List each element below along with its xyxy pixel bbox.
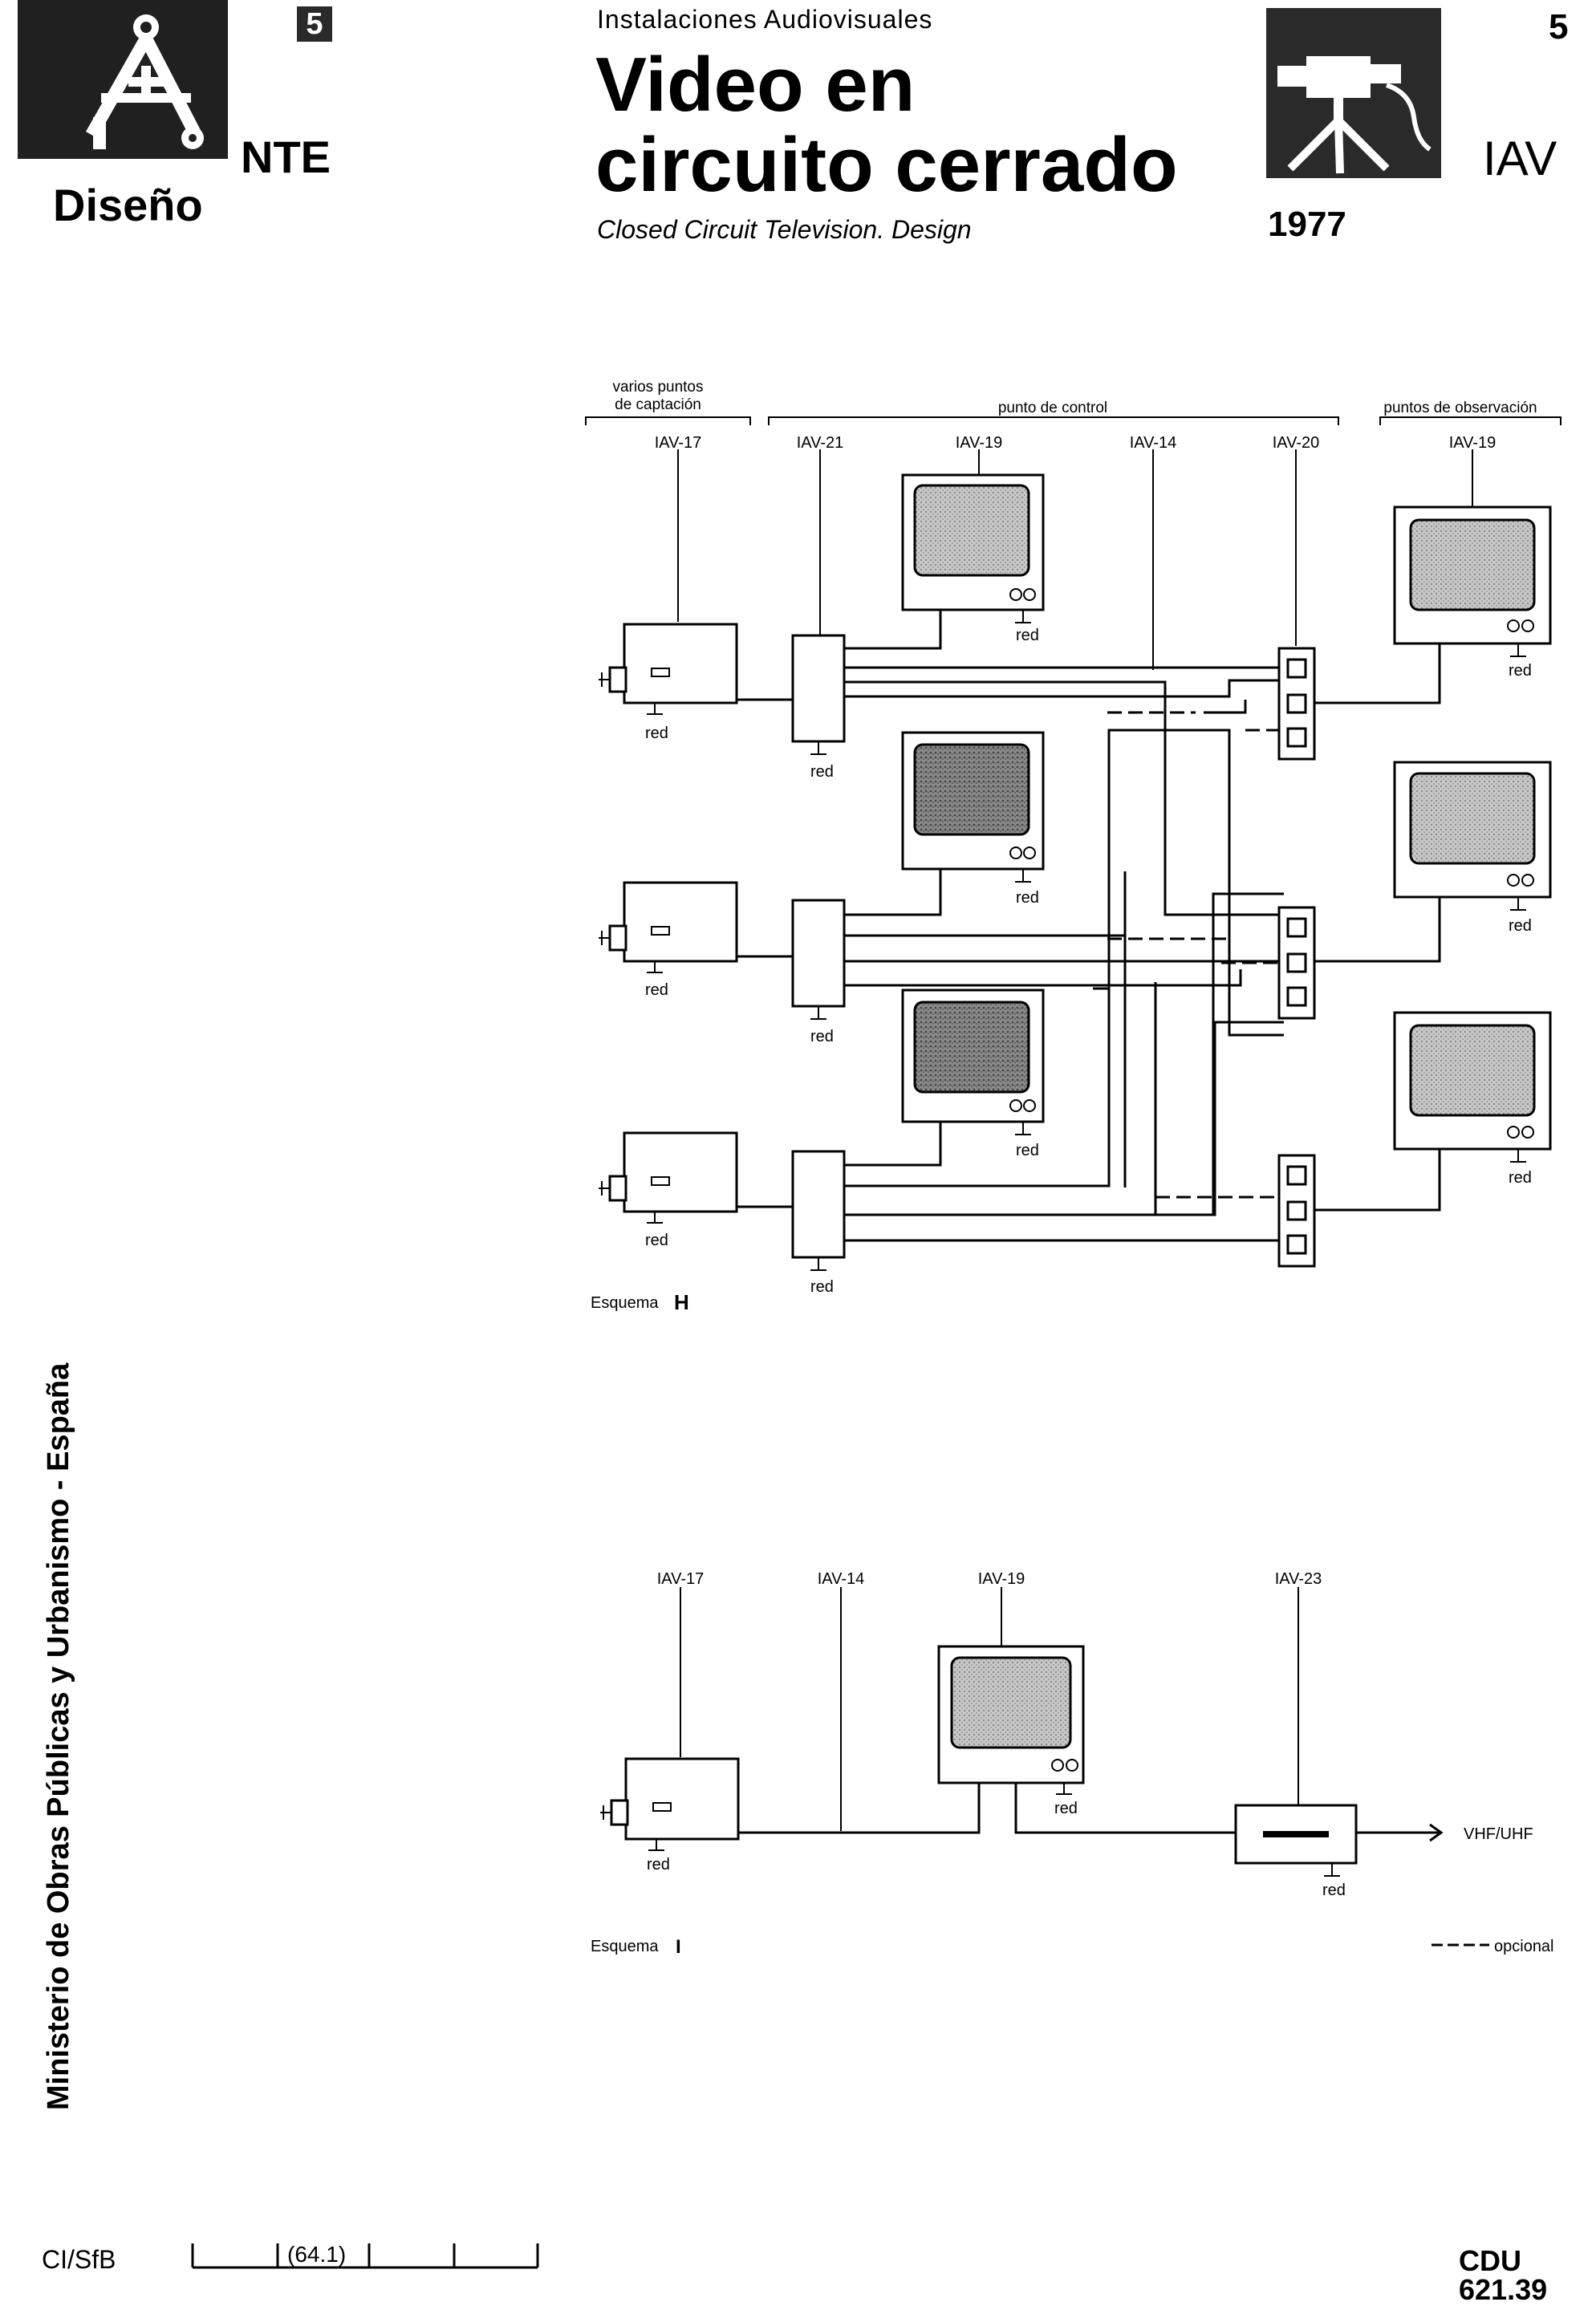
compass-icon bbox=[86, 14, 204, 149]
power-label: red bbox=[810, 1278, 834, 1296]
ref-modulator: IAV-23 bbox=[1275, 1570, 1322, 1588]
power-label: red bbox=[810, 763, 834, 781]
ref-cable: IAV-14 bbox=[818, 1570, 865, 1588]
power-label: red bbox=[810, 1028, 834, 1045]
classification-grid bbox=[191, 2243, 539, 2269]
power-label: red bbox=[1016, 627, 1039, 644]
scheme-h-diagram: varios puntos de captación punto de cont… bbox=[585, 379, 1561, 1314]
nte-logo bbox=[18, 0, 228, 159]
power-label: red bbox=[1016, 1142, 1039, 1159]
ref-cable: IAV-14 bbox=[1130, 434, 1177, 452]
classification-code: (64.1) bbox=[287, 2242, 347, 2267]
ref-distributor: IAV-21 bbox=[797, 434, 844, 452]
scheme-i-label: Esquema bbox=[591, 1938, 659, 1955]
ref-monitor: IAV-19 bbox=[978, 1570, 1025, 1588]
power-label: red bbox=[645, 981, 668, 999]
group-control-label: punto de control bbox=[998, 400, 1107, 416]
code-label: IAV bbox=[1483, 132, 1557, 185]
ref-switcher: IAV-20 bbox=[1273, 434, 1320, 452]
camera-tripod-icon bbox=[1277, 56, 1432, 174]
sheet-number: 5 bbox=[1549, 7, 1569, 47]
optional-legend-label: opcional bbox=[1494, 1938, 1554, 1955]
page-title-line-2: circuito cerrado bbox=[595, 122, 1178, 208]
group-capture-label-2: de captación bbox=[615, 396, 701, 413]
power-label: red bbox=[1054, 1800, 1078, 1817]
camera-logo bbox=[1266, 8, 1441, 178]
power-label: red bbox=[645, 1232, 668, 1249]
nte-label: NTE bbox=[241, 132, 331, 182]
ref-camera: IAV-17 bbox=[655, 434, 702, 452]
sheet-number-box: 5 bbox=[297, 6, 332, 42]
power-label: red bbox=[1509, 1169, 1532, 1187]
section-label: Diseño bbox=[53, 180, 203, 230]
page-subtitle: Closed Circuit Television. Design bbox=[597, 215, 972, 244]
power-label: red bbox=[645, 725, 668, 742]
ref-monitor: IAV-19 bbox=[956, 434, 1003, 452]
scheme-h-letter: H bbox=[674, 1290, 689, 1314]
ref-camera: IAV-17 bbox=[657, 1570, 705, 1588]
cisib-label: CI/SfB bbox=[42, 2245, 116, 2274]
ministry-side-text: Ministerio de Obras Públicas y Urbanismo… bbox=[42, 1362, 75, 2110]
scheme-i-diagram: IAV-17 IAV-14 IAV-19 IAV-23 red red red … bbox=[591, 1570, 1554, 1958]
group-observation-label: puntos de observación bbox=[1383, 400, 1537, 416]
output-label: VHF/UHF bbox=[1464, 1825, 1533, 1843]
power-label: red bbox=[1509, 662, 1532, 680]
power-label: red bbox=[647, 1856, 670, 1874]
scheme-i-letter: I bbox=[676, 1936, 681, 1958]
cdu-label: CDU 621.39 bbox=[1459, 2244, 1548, 2306]
scheme-h-label: Esquema bbox=[591, 1294, 659, 1312]
power-label: red bbox=[1509, 917, 1532, 935]
group-capture-label-1: varios puntos bbox=[612, 379, 703, 396]
page-title-line-1: Video en bbox=[595, 42, 916, 128]
power-label: red bbox=[1322, 1882, 1346, 1899]
ref-observation-monitor: IAV-19 bbox=[1449, 434, 1497, 452]
power-label: red bbox=[1016, 889, 1039, 907]
year-label: 1977 bbox=[1268, 205, 1346, 244]
series-label: Instalaciones Audiovisuales bbox=[597, 5, 933, 34]
